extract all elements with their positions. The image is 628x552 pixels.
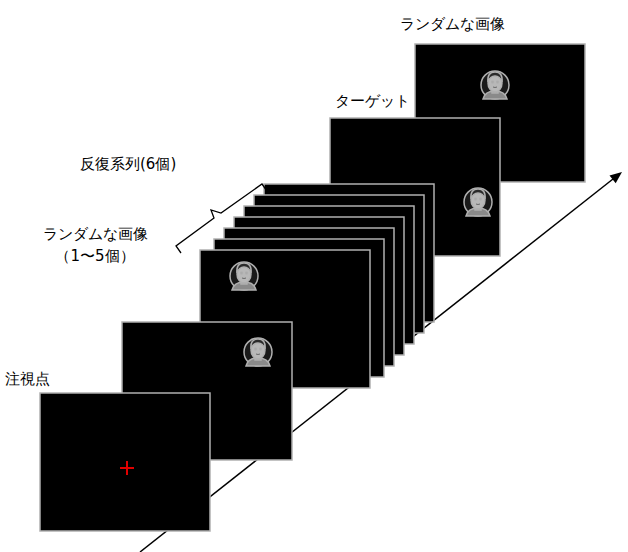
- face-image: [230, 262, 258, 290]
- frame-heading: 注視点: [5, 369, 50, 391]
- fixation-cross: [120, 461, 134, 475]
- face-image: [481, 71, 509, 99]
- frame-node: ターゲット: [330, 118, 500, 256]
- frames: [40, 44, 585, 531]
- frame-heading: ターゲット: [335, 91, 410, 113]
- series-label: 反復系列(6個): [80, 155, 176, 175]
- bracket: [176, 184, 267, 253]
- frame-heading: ランダムな画像: [400, 14, 505, 36]
- frame-node: ランダムな画像: [415, 44, 585, 182]
- face-image: [244, 338, 272, 366]
- frame-node: ランダムな画像 （1〜5個）: [200, 250, 370, 388]
- frame: [40, 393, 210, 531]
- frame-node: 注視点: [40, 393, 210, 531]
- face-image: [464, 188, 492, 216]
- frame-heading: ランダムな画像 （1〜5個）: [33, 224, 158, 268]
